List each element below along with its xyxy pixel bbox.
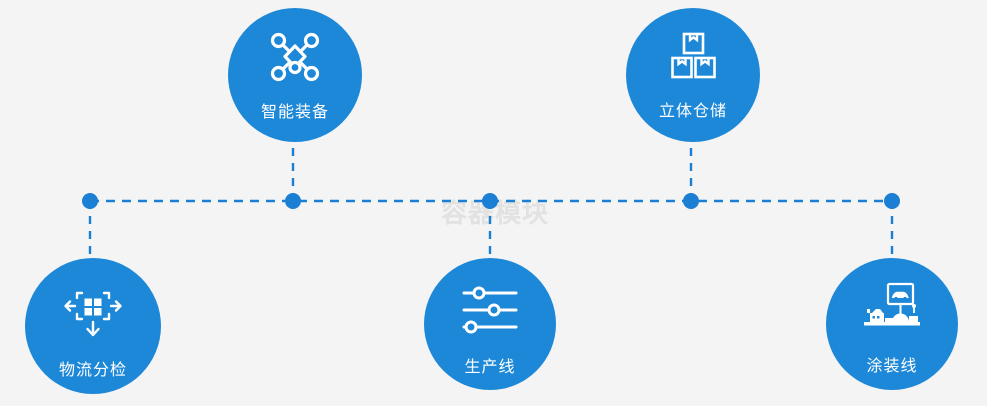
bus-junction-dot-2[interactable] <box>285 193 301 209</box>
bus-junction-dot-1[interactable] <box>82 193 98 209</box>
node-label-wuliu-fenjian: 物流分检 <box>58 362 127 379</box>
node-label-tuzhuang-xian: 涂装线 <box>866 358 918 375</box>
node-liti-cangchu[interactable]: 立体仓储 <box>626 8 760 142</box>
sliders-icon <box>461 285 519 335</box>
node-shengchan-xian[interactable]: 生产线 <box>424 258 556 390</box>
bus-junction-dot-3[interactable] <box>482 193 498 209</box>
sorting-arrows-icon <box>62 284 124 340</box>
bus-junction-dot-4[interactable] <box>683 193 699 209</box>
node-zhineng-zhuangbei[interactable]: 智能装备 <box>228 8 362 142</box>
node-label-shengchan-xian: 生产线 <box>464 359 516 376</box>
network-nodes-icon <box>268 30 322 84</box>
node-label-liti-cangchu: 立体仓储 <box>658 103 727 120</box>
node-wuliu-fenjian[interactable]: 物流分检 <box>25 258 161 394</box>
node-label-zhineng-zhuangbei: 智能装备 <box>260 104 329 121</box>
node-tuzhuang-xian[interactable]: 涂装线 <box>826 258 958 390</box>
bus-junction-dot-5[interactable] <box>884 193 900 209</box>
paint-line-machine-icon <box>861 282 923 332</box>
stacked-boxes-icon <box>666 31 720 83</box>
